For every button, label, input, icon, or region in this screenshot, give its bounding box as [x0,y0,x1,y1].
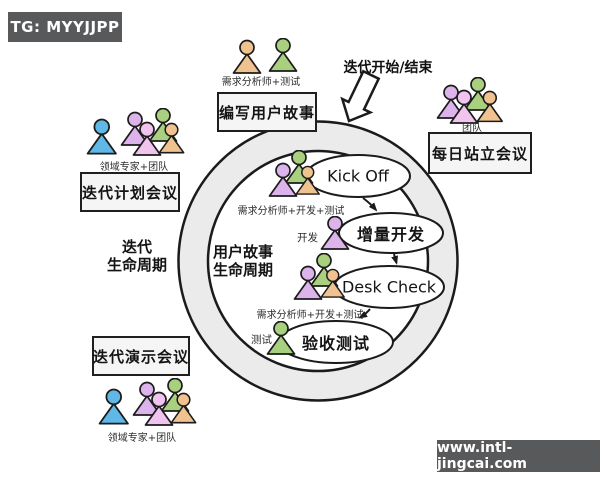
people-tester-label: 测试 [251,334,272,346]
iteration-start-arrow [340,69,381,123]
people-analysts-testers-icon [232,37,298,74]
people-team-icon [436,76,504,124]
people-team-label: 团队 [462,123,482,134]
people-developer-icon [320,215,350,250]
story-lifecycle-label: 用户故事 生命周期 [212,243,273,279]
people-tester-icon [266,320,296,355]
flow-arrow-deskcheck-to-acceptance [358,308,371,319]
people-kickoff-roles-icon [268,149,321,197]
people-domain-experts-top-label: 领域专家+团队 [99,162,169,173]
step-desk-check-label: Desk Check [341,277,437,297]
iteration-planning-box: 迭代计划会议 [80,172,180,212]
people-desk-check-roles-icon [293,252,346,300]
website-watermark: www.intl-jingcai.com [437,440,600,472]
people-developer-label: 开发 [297,232,318,244]
people-domain-experts-bottom-label: 领域专家+团队 [107,433,177,444]
people-kickoff-roles-label: 需求分析师+开发+测试 [237,206,345,217]
iteration-start-end-label: 迭代开始/结束 [343,60,433,76]
write-story-box: 编写用户故事 [217,92,317,132]
people-domain-experts-bottom-icon [98,377,197,426]
flow-arrow-dev-to-deskcheck [391,253,398,265]
step-kickoff-label: Kick Off [327,166,389,186]
iteration-lifecycle-label: 迭代 生命周期 [106,238,167,274]
flow-arrow-kickoff-to-dev [362,197,378,212]
step-incremental-dev-label: 增量开发 [356,225,426,244]
watermark-badge: TG: MYYJJPP [8,12,122,42]
step-ellipse-incremental-dev [338,212,444,254]
daily-standup-box: 每日站立会议 [428,132,532,174]
people-desk-check-roles-label: 需求分析师+开发+测试 [256,310,364,321]
step-acceptance-test-label: 验收测试 [301,334,371,353]
people-analysts-testers-label: 需求分析师+测试 [221,77,301,88]
iteration-demo-box: 迭代演示会议 [92,336,190,376]
people-domain-experts-top-icon [86,107,185,156]
